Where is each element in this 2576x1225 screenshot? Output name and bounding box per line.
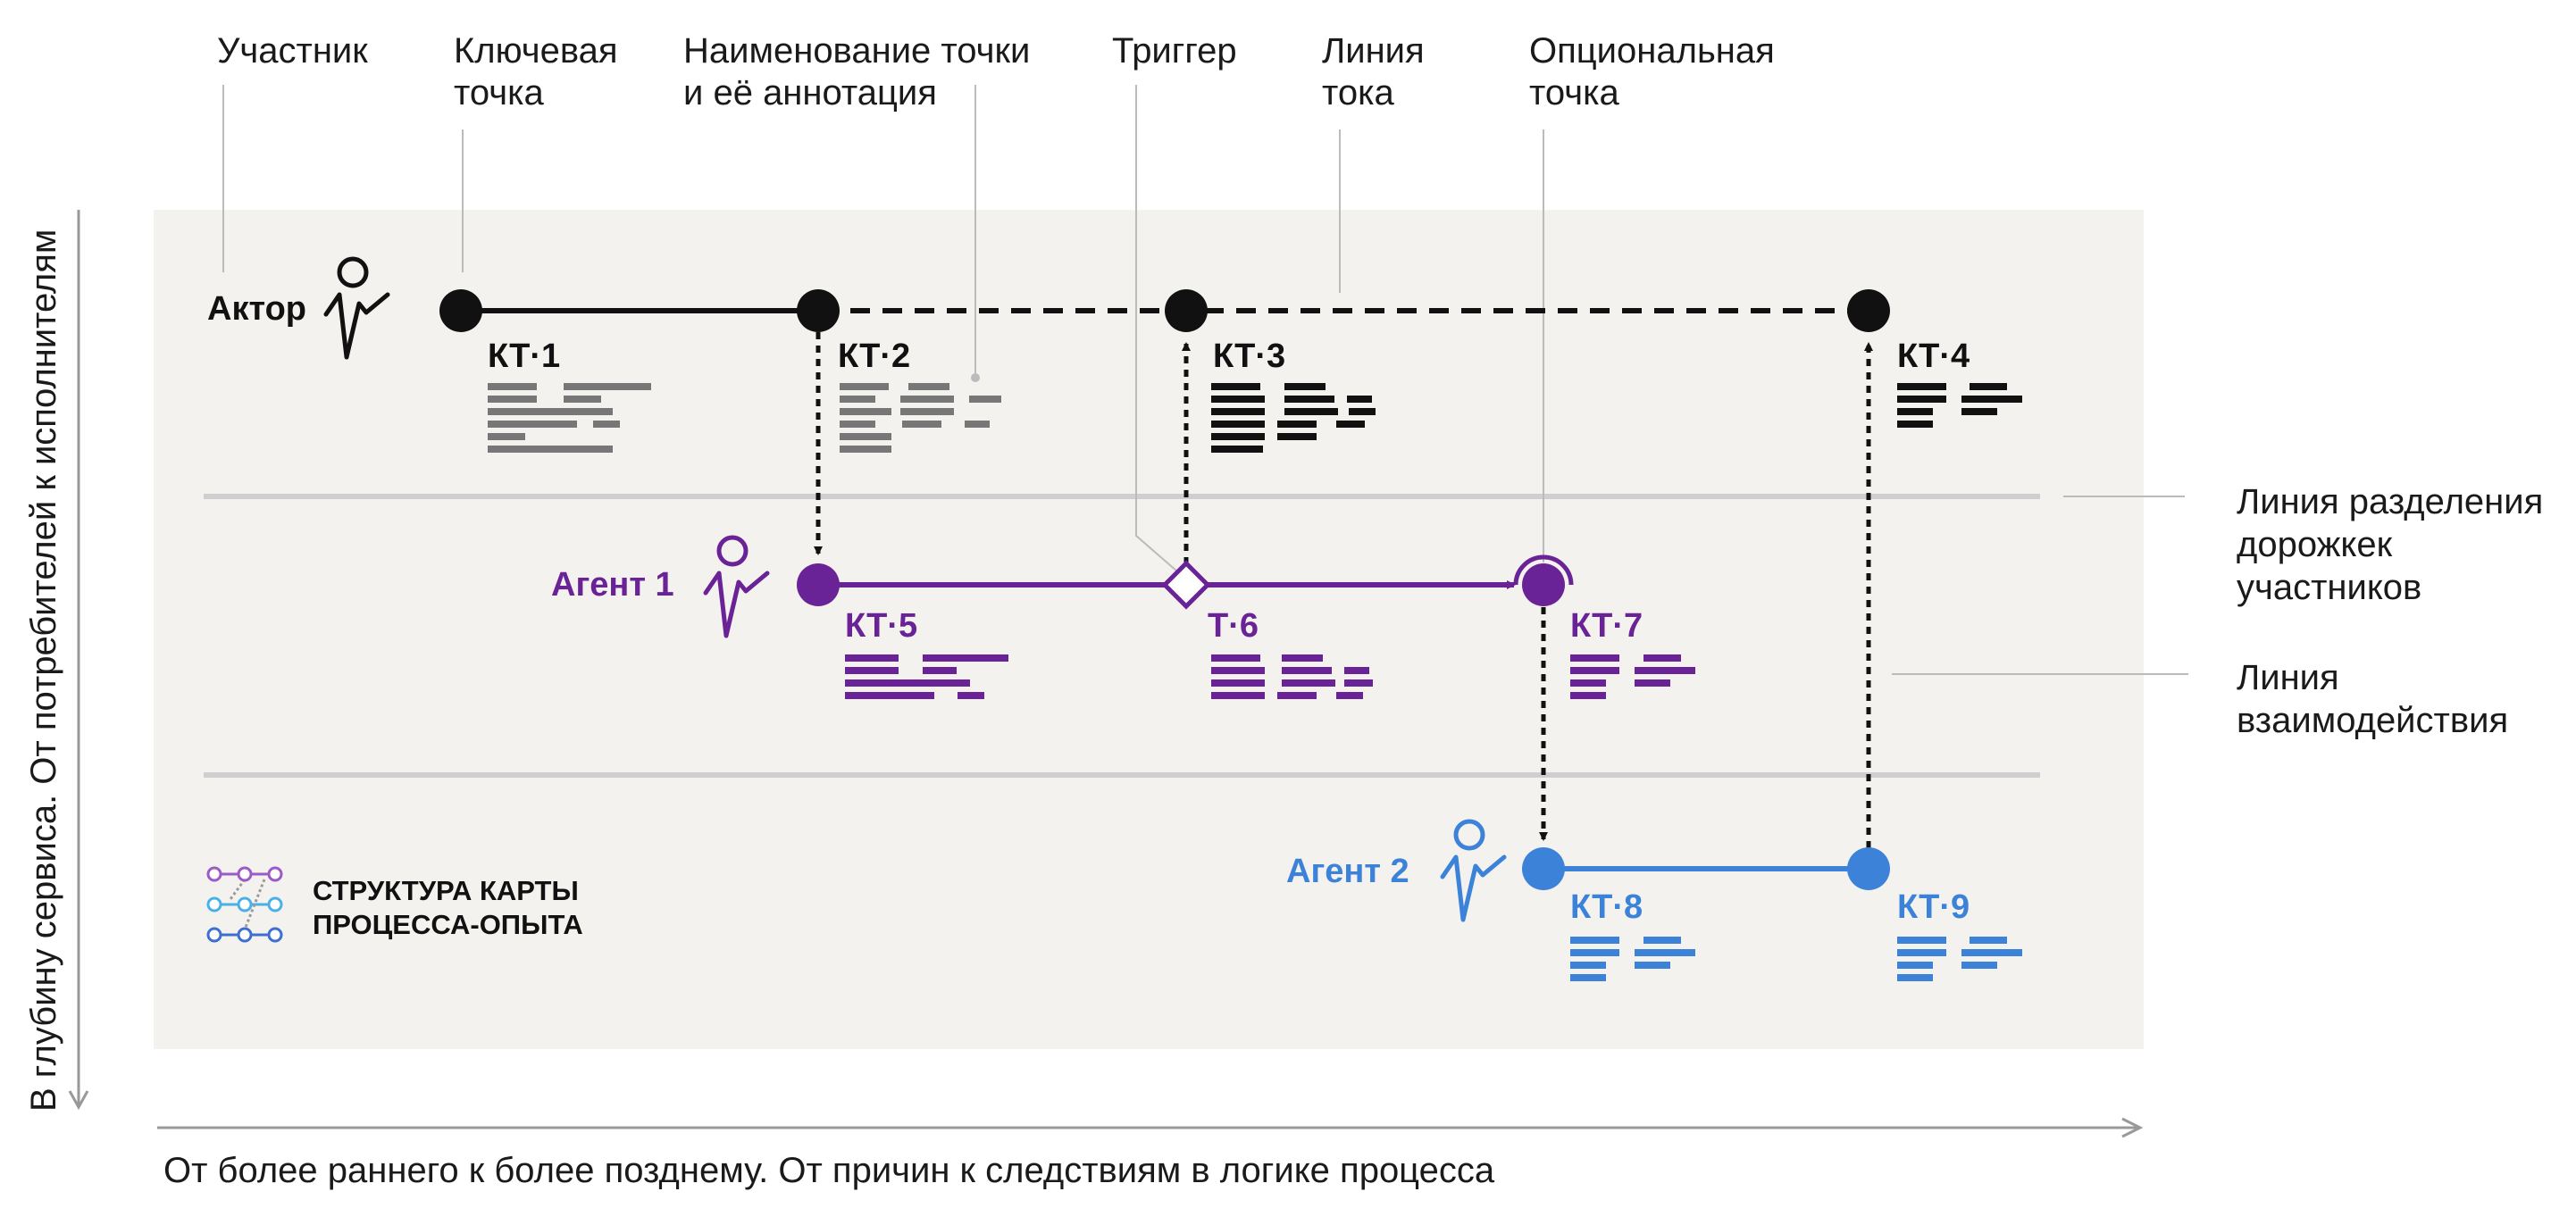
annotation-kt5 [845,654,1008,699]
point-kt9[interactable] [1847,847,1890,890]
vertical-axis-label: В глубину сервиса. От потребителей к исп… [24,229,63,1112]
annotation-kt9 [1897,937,2022,981]
point-label-kt7: КТ·7 [1570,607,1643,645]
agent1-name: Агент 1 [551,566,674,604]
legend-title-line1: СТРУКТУРА КАРТЫ [313,875,579,906]
actor-name: Актор [207,290,306,328]
lane-divider-label-line3: участников [2237,568,2421,607]
annotation-kt8 [1570,937,1695,981]
annotation-kt4 [1897,383,2022,428]
key-point-label-line2: точка [454,73,544,112]
point-label-kt9: КТ·9 [1897,888,1970,926]
key-point-label-line1: Ключевая [454,31,618,71]
agent2-name: Агент 2 [1286,853,1409,890]
annotation-kt3 [1211,383,1376,453]
point-kt3[interactable] [1165,289,1208,332]
point-kt2[interactable] [797,289,840,332]
flow-line-label-line1: Линия [1322,31,1425,71]
interaction-lines [814,332,1873,848]
point-kt4[interactable] [1847,289,1890,332]
point-kt7[interactable] [1522,563,1565,606]
legend-structure-icon [206,866,283,943]
point-kt1[interactable] [439,289,482,332]
point-label-kt1: КТ·1 [488,338,560,375]
actor-person-icon [323,256,390,360]
annotation-kt7 [1570,654,1695,699]
callout-leaders [222,85,2188,675]
interaction-line-label-line1: Линия [2237,658,2339,697]
point-label-kt8: КТ·8 [1570,888,1643,926]
vertical-axis-arrowhead [68,1090,89,1111]
trigger-label: Триггер [1112,31,1237,71]
point-kt5[interactable] [797,563,840,606]
optional-point-label-line1: Опциональная [1529,31,1775,71]
lane-divider-label-line1: Линия разделения [2237,482,2543,521]
point-label-kt2: КТ·2 [838,338,910,375]
point-label-t6: Т·6 [1208,607,1259,645]
point-label-kt4: КТ·4 [1897,338,1970,375]
point-kt8[interactable] [1522,847,1565,890]
optional-point-marker-icon [1513,554,1574,586]
point-name-label-line1: Наименование точки [683,31,1030,71]
horizontal-axis-arrowhead [2121,1117,2144,1138]
agent1-person-icon [703,535,770,638]
callout-leader-dot [971,373,980,382]
agent2-person-icon [1440,819,1507,922]
map-panel [154,210,2144,1049]
legend-title-line2: ПРОЦЕССА-ОПЫТА [313,909,583,940]
point-name-label-line2: и её аннотация [683,73,937,112]
optional-point-label-line2: точка [1529,73,1619,112]
participant-label: Участник [217,31,368,71]
horizontal-axis-label: От более раннего к более позднему. От пр… [163,1151,1495,1190]
annotation-kt2 [840,383,1001,453]
interaction-line-label-line2: взаимодействия [2237,701,2508,740]
annotation-kt1 [488,383,651,453]
point-label-kt3: КТ·3 [1213,338,1285,375]
trigger-point-t6[interactable] [1161,560,1211,610]
point-label-kt5: КТ·5 [845,607,917,645]
flow-line-label-line2: тока [1322,73,1394,112]
lane-divider-label-line2: дорожкек [2237,525,2393,564]
annotation-t6 [1211,654,1373,699]
